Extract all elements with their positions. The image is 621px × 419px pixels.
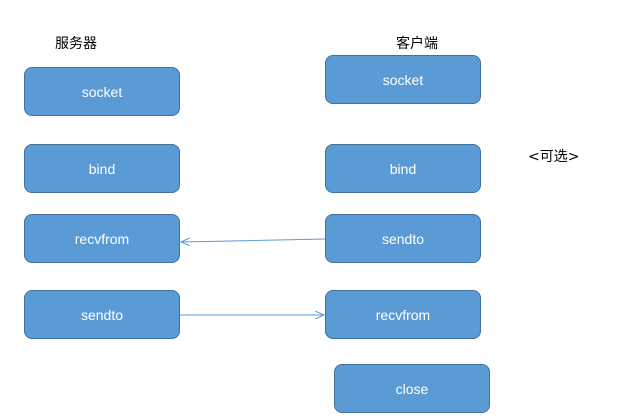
- server-socket-box: socket: [24, 67, 180, 116]
- client-socket-box: socket: [325, 55, 481, 104]
- server-bind-box: bind: [24, 144, 180, 193]
- client-close-box: close: [334, 364, 490, 413]
- client-bind-box: bind: [325, 144, 481, 193]
- client-sendto-box: sendto: [325, 214, 481, 263]
- arrow-client-sendto-to-server-recvfrom: [181, 239, 326, 242]
- optional-note: <可选>: [528, 149, 580, 165]
- server-sendto-box: sendto: [24, 290, 180, 339]
- server-title: 服务器: [55, 36, 97, 52]
- client-recvfrom-box: recvfrom: [325, 290, 481, 339]
- client-title: 客户端: [396, 36, 438, 52]
- server-recvfrom-box: recvfrom: [24, 214, 180, 263]
